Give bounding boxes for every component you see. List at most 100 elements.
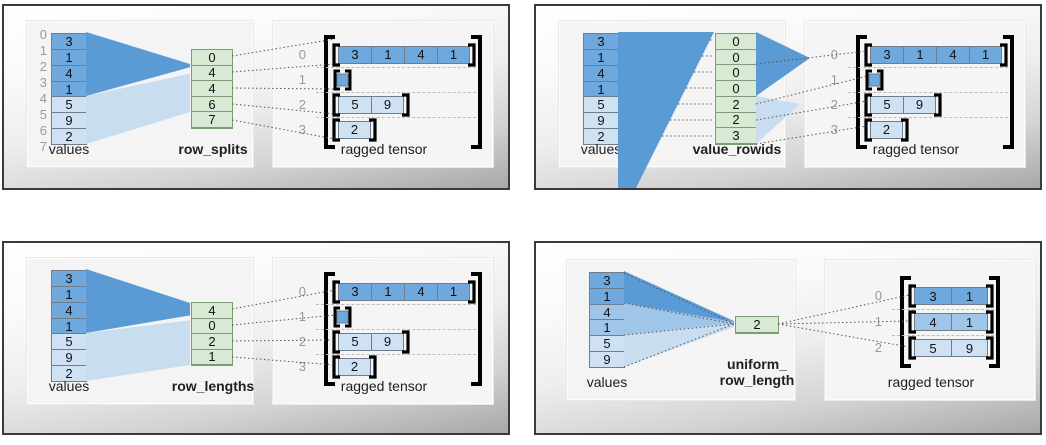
values-label: values <box>48 141 90 157</box>
encoding-cell: 6 <box>192 96 232 113</box>
encoding-cell: 0 <box>716 65 756 82</box>
ragged-cell: 1 <box>371 282 404 301</box>
ragged-row-index: 2 <box>298 333 306 349</box>
values-cell: 1 <box>584 49 618 66</box>
values-cell: 1 <box>584 81 618 98</box>
ragged-row-index: 1 <box>298 71 306 87</box>
ragged-cell: 5 <box>338 332 371 351</box>
encoding-cell: 0 <box>716 81 756 97</box>
values-cell: 5 <box>590 336 624 353</box>
ragged-row-index: 0 <box>298 46 306 62</box>
values-cell: 1 <box>52 81 86 98</box>
encoding-cell: 4 <box>192 81 232 97</box>
encoding-cell: 4 <box>192 65 232 82</box>
row-separator <box>316 329 476 330</box>
row-bracket <box>864 92 942 117</box>
empty-row-bracket <box>865 69 884 90</box>
ragged-tensor-label: ragged tensor <box>887 374 975 390</box>
encoding-label: value_rowids <box>692 141 782 157</box>
encoding-cell: 0 <box>192 50 232 66</box>
values-gutter-index: 0 <box>39 27 47 42</box>
ragged-cell: 9 <box>951 339 988 357</box>
row-bracket <box>864 117 909 142</box>
encoding-stack: 2 <box>735 316 779 334</box>
encoding-cell: 2 <box>716 96 756 113</box>
row-bracket <box>332 279 476 304</box>
ragged-cell: 4 <box>404 282 437 301</box>
ragged-cell: 9 <box>371 95 404 114</box>
row-bracket <box>864 42 1008 67</box>
values-cell: 5 <box>584 97 618 114</box>
values-cell: 9 <box>52 113 86 130</box>
encoding-cell: 1 <box>192 349 232 365</box>
values-cell: 5 <box>52 97 86 114</box>
values-gutter-index: 1 <box>39 43 47 58</box>
values-label: values <box>48 378 90 394</box>
row-separator <box>848 92 1008 93</box>
ragged-row-index: 3 <box>830 121 838 137</box>
row-separator <box>316 67 476 68</box>
values-cell: 9 <box>584 113 618 130</box>
ragged-cell: 5 <box>338 95 371 114</box>
encoding-cell: 2 <box>192 334 232 350</box>
row-bracket <box>908 310 994 334</box>
values-cell: 5 <box>52 334 86 351</box>
encoding-label: row_lengths <box>171 378 255 394</box>
encoding-cell: 0 <box>716 49 756 66</box>
ragged-row-index: 0 <box>298 283 306 299</box>
ragged-cell: 3 <box>338 282 371 301</box>
values-cell: 3 <box>590 273 624 289</box>
values-cell: 3 <box>52 271 86 287</box>
row-bracket <box>332 354 377 379</box>
ragged-cell: 4 <box>914 313 951 331</box>
values-cell: 3 <box>52 34 86 50</box>
ragged-row: 2 <box>870 120 903 139</box>
encoding-cell: 2 <box>716 112 756 129</box>
values-gutter-index: 4 <box>39 91 47 106</box>
row-separator <box>848 117 1008 118</box>
encoding-cell: 3 <box>716 128 756 145</box>
values-cell: 2 <box>52 129 86 145</box>
row-separator <box>892 309 994 310</box>
ragged-tensor-label: ragged tensor <box>872 141 960 157</box>
values-cell: 3 <box>584 34 618 50</box>
values-gutter-index: 3 <box>39 75 47 90</box>
ragged-cell: 5 <box>914 339 951 357</box>
ragged-row-index: 0 <box>830 46 838 62</box>
ragged-cell: 9 <box>903 95 936 114</box>
values-cell: 1 <box>52 318 86 335</box>
encoding-label: row_splits <box>178 141 248 157</box>
row-bracket <box>332 329 410 354</box>
values-cell: 2 <box>584 129 618 145</box>
ragged-row-index: 1 <box>298 308 306 324</box>
empty-row-bracket <box>333 69 352 90</box>
values-cell: 9 <box>590 352 624 367</box>
encoding-cell: 7 <box>192 112 232 128</box>
values-gutter-index: 5 <box>39 107 47 122</box>
row-separator <box>892 335 994 336</box>
values-cell: 9 <box>52 350 86 367</box>
ragged-row-index: 1 <box>874 314 882 329</box>
ragged-cell: 1 <box>903 45 936 64</box>
